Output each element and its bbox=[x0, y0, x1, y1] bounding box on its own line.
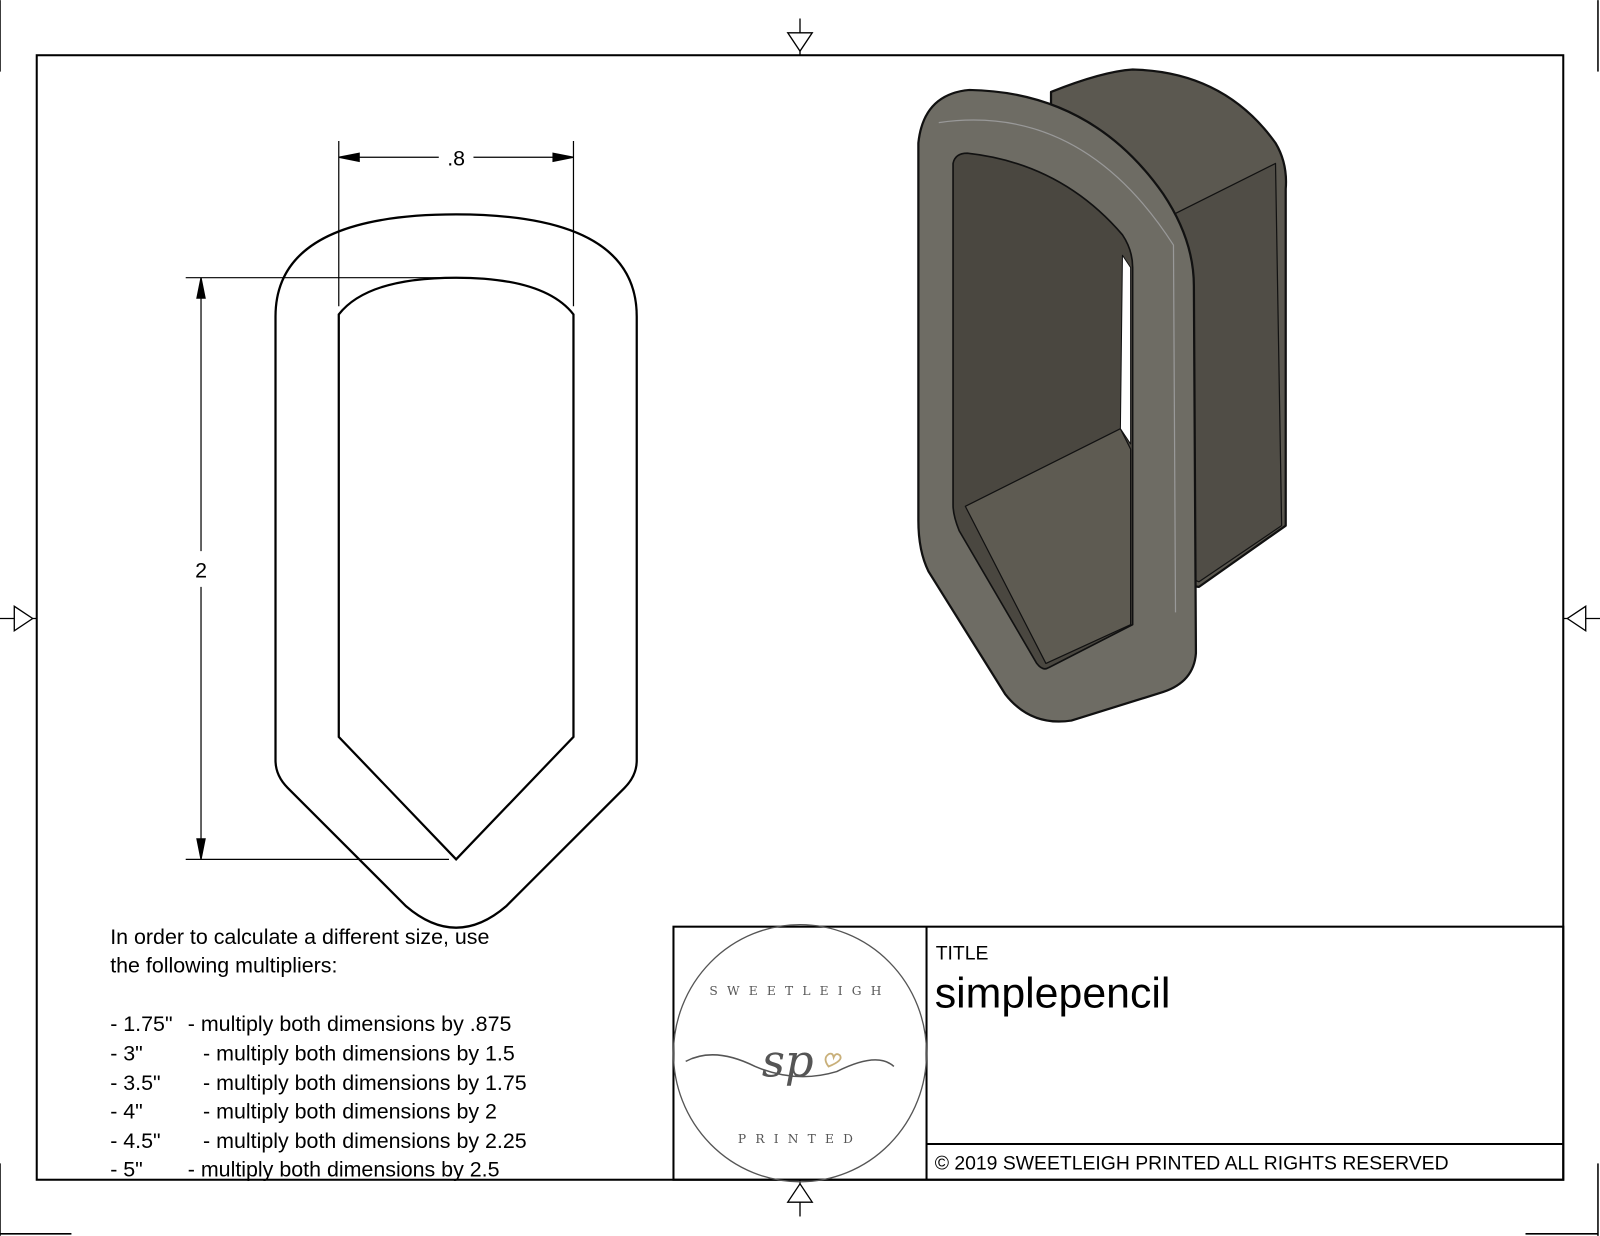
multiplier-text: - multiply both dimensions by 2 bbox=[203, 1100, 497, 1124]
heart-icon bbox=[824, 1052, 842, 1068]
centering-marks bbox=[0, 18, 1600, 1217]
notes-intro-line2: the following multipliers: bbox=[110, 954, 337, 978]
multiplier-text: - multiply both dimensions by 2.5 bbox=[188, 1158, 500, 1182]
multiplier-size: - 3.5" bbox=[110, 1071, 160, 1095]
logo-monogram: sp bbox=[762, 1035, 814, 1088]
multiplier-size: - 3" bbox=[110, 1041, 143, 1065]
dimension-height-label: 2 bbox=[195, 559, 207, 583]
dimension-lines bbox=[185, 140, 575, 860]
multiplier-size: - 4" bbox=[110, 1100, 143, 1124]
multiplier-text: - multiply both dimensions by .875 bbox=[188, 1012, 512, 1036]
multiplier-size: - 5" bbox=[110, 1158, 143, 1182]
size-multiplier-notes: In order to calculate a different size, … bbox=[110, 925, 526, 1182]
svg-text:PRINTED: PRINTED bbox=[738, 1132, 862, 1146]
isometric-3d-model bbox=[917, 68, 1288, 723]
notes-intro-line1: In order to calculate a different size, … bbox=[110, 925, 489, 949]
pencil-outline-view bbox=[274, 213, 638, 929]
multiplier-text: - multiply both dimensions by 1.5 bbox=[203, 1041, 515, 1065]
multiplier-size: - 1.75" bbox=[110, 1012, 172, 1036]
drawing-title: simplepencil bbox=[935, 969, 1171, 1017]
multiplier-list: - 1.75" - multiply both dimensions by .8… bbox=[110, 1012, 526, 1182]
outer-profile bbox=[274, 213, 638, 929]
multiplier-size: - 4.5" bbox=[110, 1129, 160, 1153]
title-label: TITLE bbox=[936, 942, 989, 964]
multiplier-text: - multiply both dimensions by 1.75 bbox=[203, 1071, 527, 1095]
inner-profile bbox=[337, 276, 575, 861]
multiplier-text: - multiply both dimensions by 2.25 bbox=[203, 1129, 527, 1153]
sweetleigh-printed-logo: sp SWEETLEIGH PRINTED bbox=[672, 923, 928, 1183]
svg-text:SWEETLEIGH: SWEETLEIGH bbox=[709, 984, 890, 998]
copyright-notice: © 2019 SWEETLEIGH PRINTED ALL RIGHTS RES… bbox=[935, 1153, 1449, 1175]
dimension-width-label: .8 bbox=[447, 146, 465, 170]
